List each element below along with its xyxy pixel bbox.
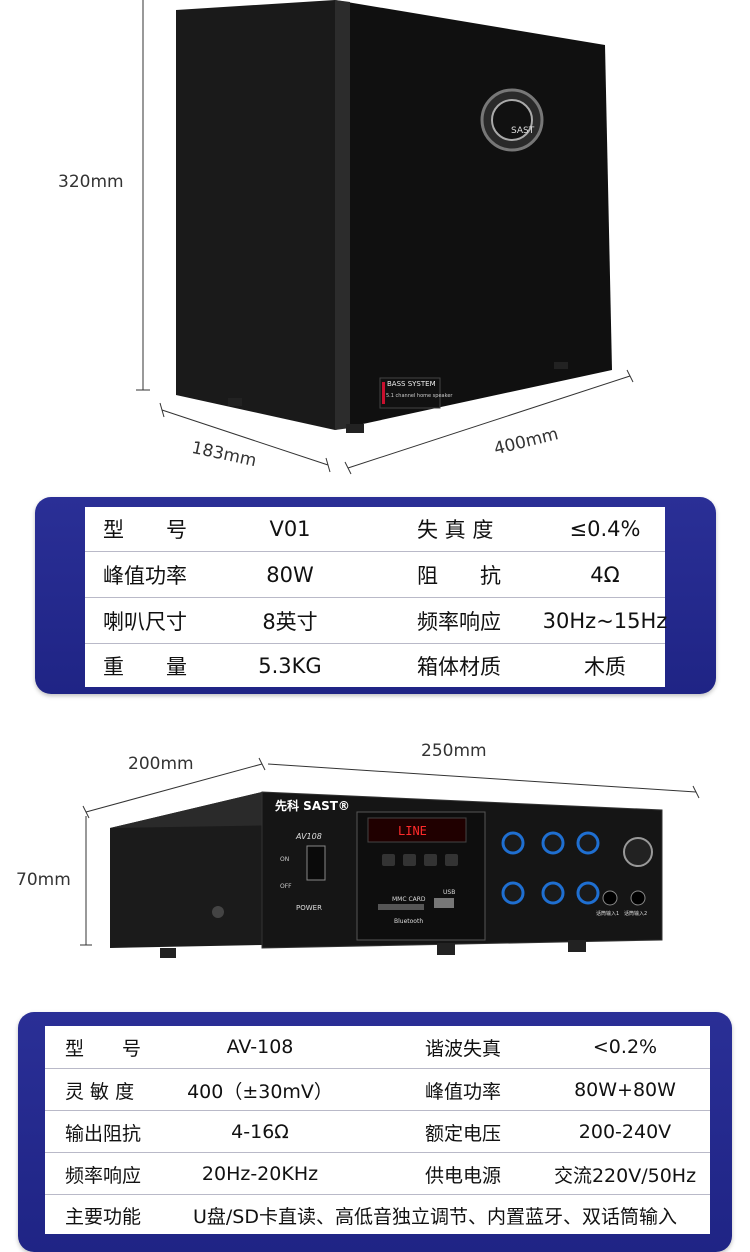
amp-spec-table: 型 号 AV-108 谐波失真 <0.2% 灵 敏 度 400（±30mV） 峰… [45, 1026, 710, 1234]
spec-label: 喇叭尺寸 [103, 610, 187, 634]
spec-label: 型 号 [103, 518, 187, 542]
spec-value: ≤0.4% [569, 517, 641, 541]
spec-value-features: U盘/SD卡直读、高低音独立调节、内置蓝牙、双话筒输入 [193, 1205, 678, 1228]
spec-label: 输出阻抗 [65, 1122, 142, 1145]
spec-value: 4-16Ω [231, 1121, 289, 1143]
amp-bluetooth-label: Bluetooth [394, 918, 424, 925]
speaker-spec-table: 型 号 V01 失 真 度 ≤0.4% 峰值功率 80W 阻 抗 4Ω 喇叭尺寸… [85, 507, 667, 687]
spec-label: 峰值功率 [103, 564, 187, 588]
spec-label: 频率响应 [65, 1164, 142, 1187]
spec-label: 失 真 度 [417, 518, 494, 542]
spec-label: 主要功能 [65, 1205, 142, 1228]
spec-value: 4Ω [590, 563, 620, 587]
amp-display-text: LINE [398, 824, 427, 838]
spec-value: 200-240V [578, 1121, 672, 1143]
spec-label: 重 量 [103, 655, 187, 679]
spec-value: 80W+80W [574, 1079, 676, 1101]
speaker-illustration [136, 0, 634, 475]
spec-value: 木质 [584, 655, 626, 679]
spec-label: 阻 抗 [417, 564, 501, 588]
spec-row-features: 主要功能 U盘/SD卡直读、高低音独立调节、内置蓝牙、双话筒输入 [45, 1196, 710, 1234]
spec-row: 频率响应 20Hz-20KHz 供电电源 交流220V/50Hz [45, 1154, 710, 1195]
spec-row: 输出阻抗 4-16Ω 额定电压 200-240V [45, 1112, 710, 1153]
spec-row: 峰值功率 80W 阻 抗 4Ω [85, 553, 665, 598]
spec-row: 型 号 V01 失 真 度 ≤0.4% [85, 507, 665, 552]
amplifier-illustration [80, 757, 700, 958]
amp-off-label: OFF [280, 883, 292, 890]
spec-label: 箱体材质 [417, 655, 501, 679]
spec-value: 交流220V/50Hz [553, 1164, 697, 1187]
spec-value: V01 [269, 517, 311, 541]
spec-value: 5.3KG [258, 654, 322, 678]
speaker-badge-title: BASS SYSTEM [387, 380, 436, 388]
spec-row: 灵 敏 度 400（±30mV） 峰值功率 80W+80W [45, 1070, 710, 1111]
spec-value: 30Hz~15Hz [542, 609, 668, 633]
spec-label: 灵 敏 度 [65, 1080, 135, 1103]
spec-label: 峰值功率 [425, 1080, 502, 1103]
spec-row: 喇叭尺寸 8英寸 频率响应 30Hz~15Hz [85, 599, 667, 644]
speaker-height-label: 320mm [58, 172, 124, 192]
amp-depth-label: 200mm [128, 754, 194, 774]
amp-power-label: POWER [296, 904, 322, 912]
amp-mic2-label: 话筒输入2 [624, 911, 648, 917]
amp-mic1-label: 话筒输入1 [596, 911, 620, 917]
amp-brand-logo: 先科 SAST® [275, 799, 350, 813]
spec-value: 8英寸 [262, 610, 318, 634]
spec-label: 谐波失真 [425, 1037, 502, 1060]
speaker-logo: SAST [511, 126, 535, 136]
spec-label: 供电电源 [425, 1164, 502, 1187]
amp-width-label: 250mm [421, 741, 487, 761]
amp-model-label: AV108 [296, 832, 322, 841]
spec-value: AV-108 [226, 1036, 294, 1058]
speaker-badge-subtitle: 5.1 channel home speaker [386, 393, 453, 399]
spec-label: 额定电压 [425, 1122, 502, 1145]
amp-on-label: ON [280, 856, 290, 863]
spec-value: <0.2% [592, 1036, 658, 1058]
amp-card-label: MMC CARD [392, 896, 426, 903]
spec-value: 400（±30mV） [187, 1080, 333, 1103]
spec-row: 型 号 AV-108 谐波失真 <0.2% [45, 1026, 710, 1069]
spec-label: 型 号 [65, 1037, 142, 1060]
spec-value: 80W [266, 563, 314, 587]
spec-row: 重 量 5.3KG 箱体材质 木质 [85, 645, 665, 687]
spec-label: 频率响应 [417, 610, 501, 634]
amp-height-label: 70mm [16, 870, 71, 890]
amp-usb-label: USB [443, 889, 456, 896]
spec-value: 20Hz-20KHz [201, 1163, 319, 1185]
